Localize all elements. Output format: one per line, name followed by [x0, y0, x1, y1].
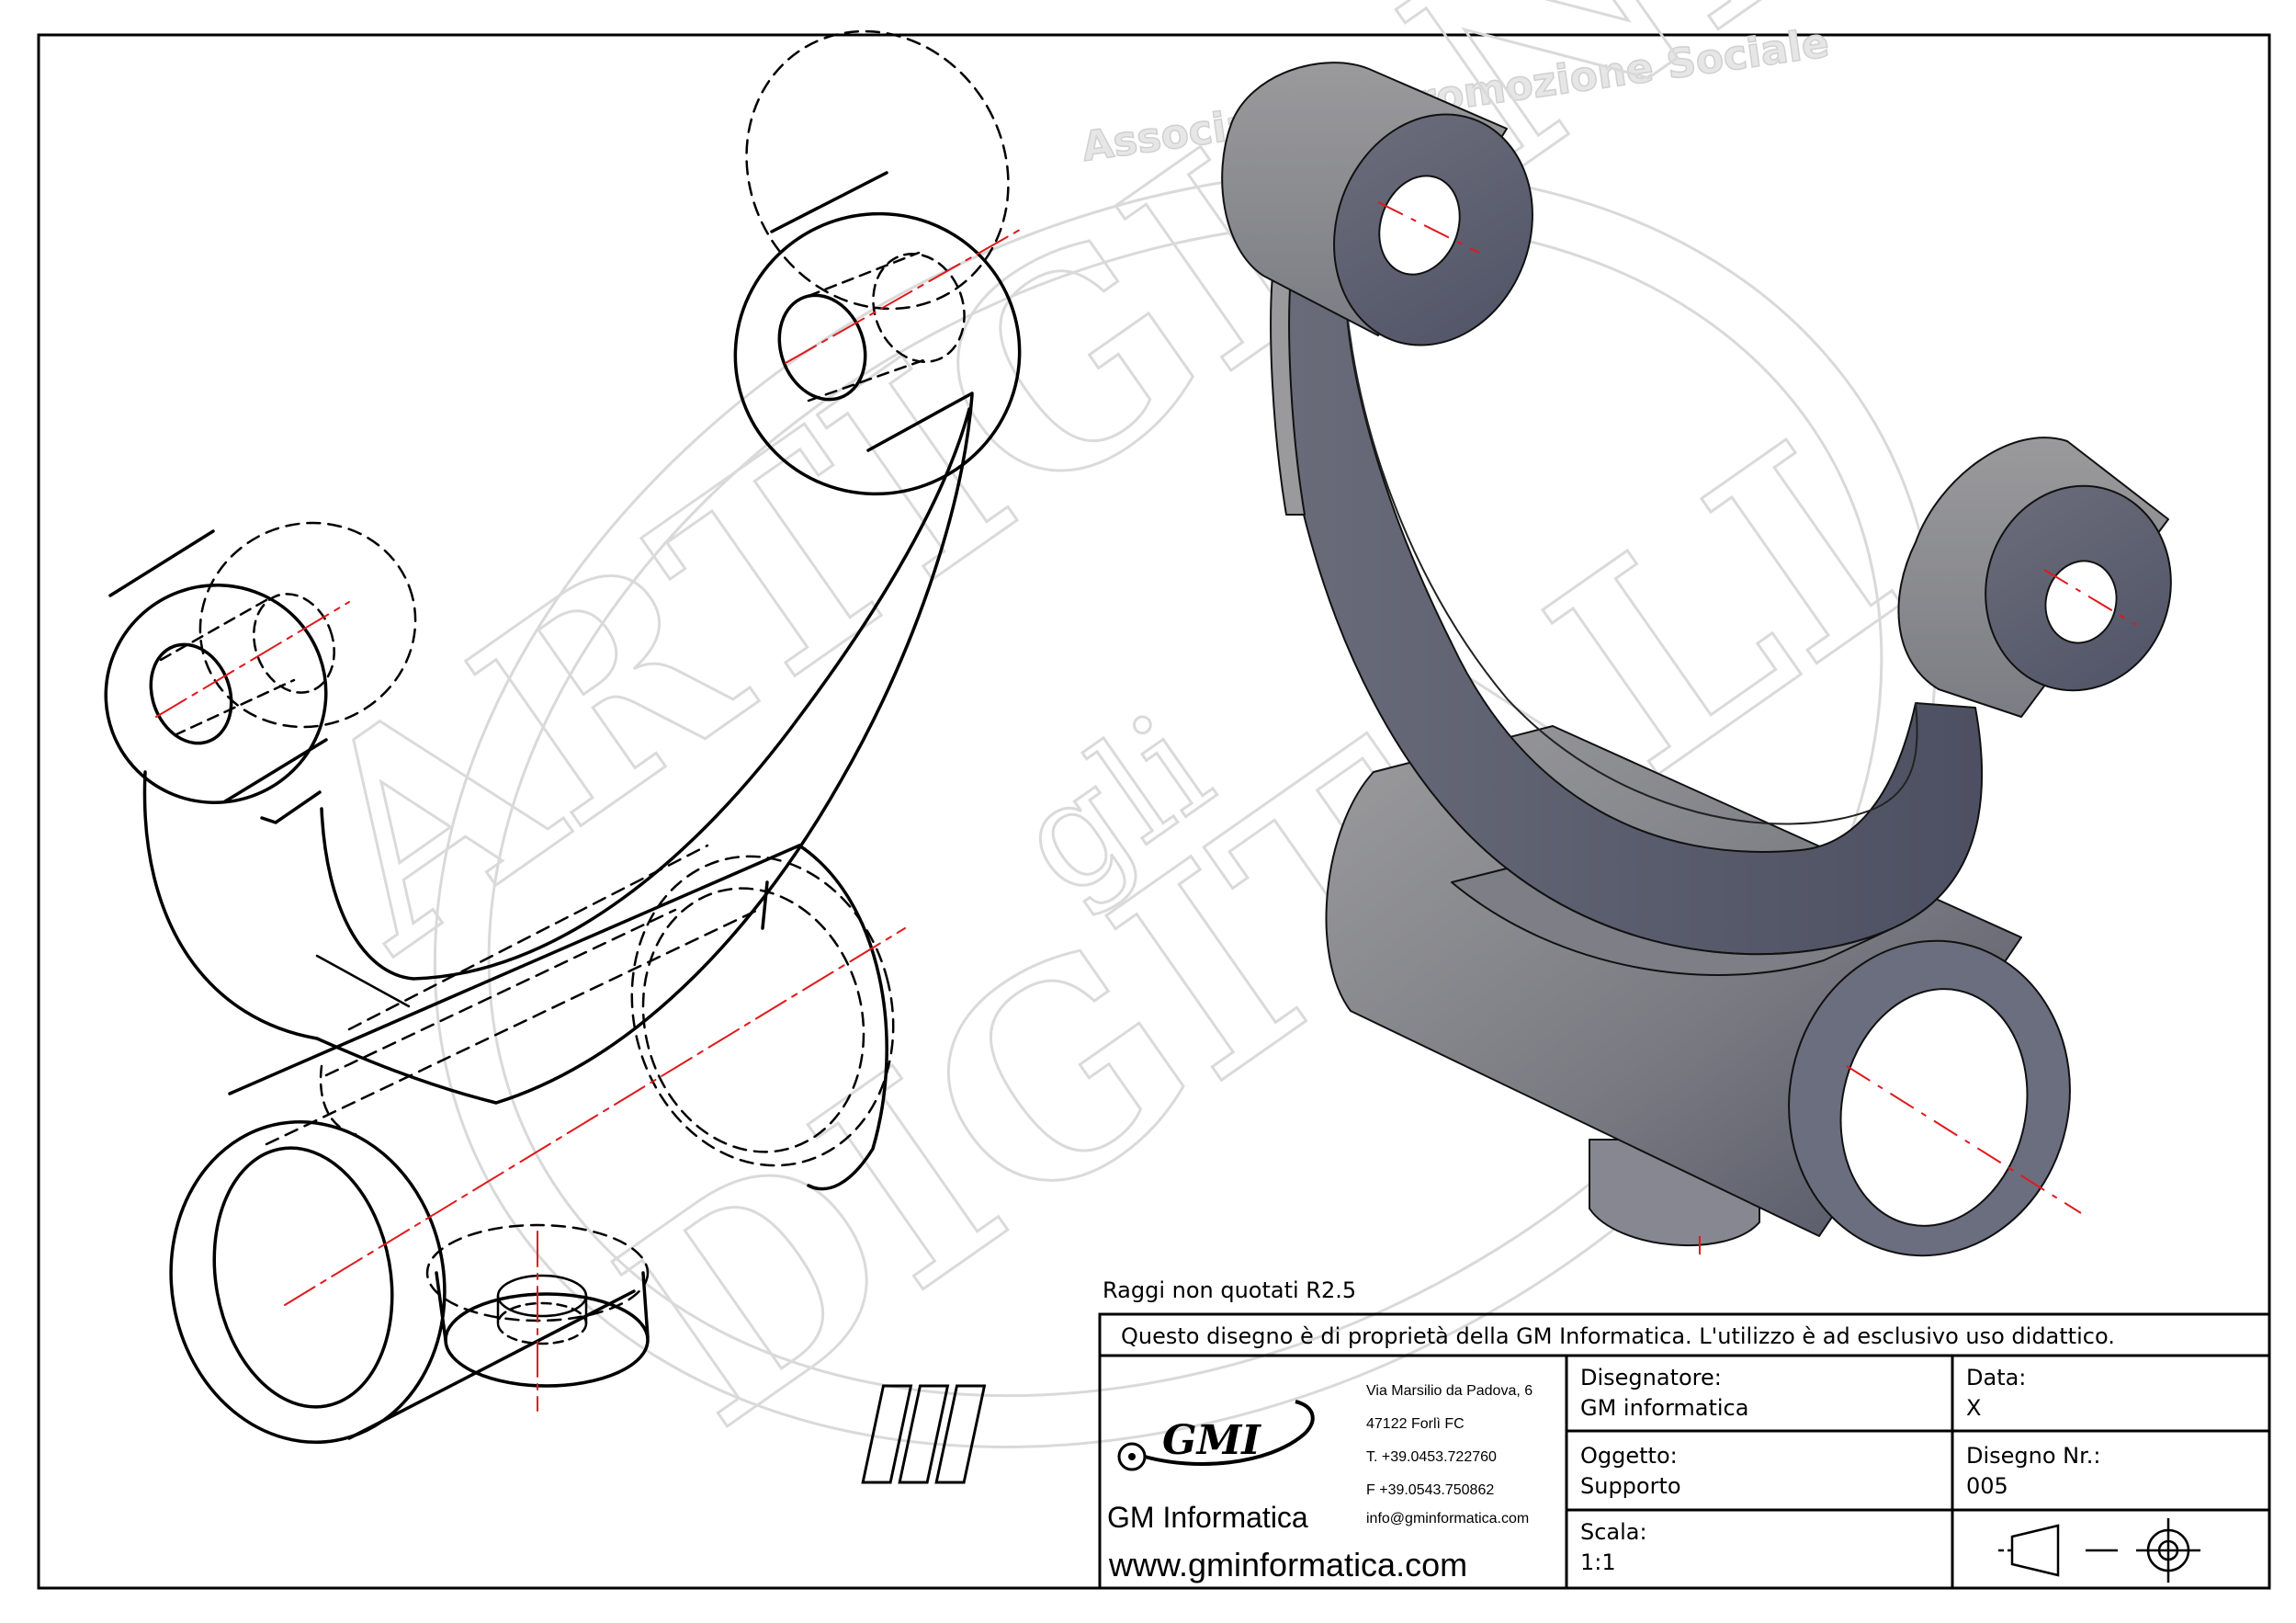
upper-right-boss-hole: [777, 293, 867, 402]
bottom-boss-face: [444, 1292, 650, 1388]
upper-left-boss-face: [104, 584, 328, 804]
arm-back-curve: [315, 393, 974, 1105]
shaded-top-boss-hole: [1378, 175, 1461, 276]
arm-outer-curve: [142, 770, 319, 1040]
first-angle-projection-symbol-icon: [1998, 1518, 2200, 1583]
designer-value: GM informatica: [1580, 1395, 1748, 1421]
date-label: Data:: [1966, 1365, 2026, 1390]
upper-right-boss-face: [733, 211, 1022, 496]
upper-left-boss: [104, 521, 417, 824]
shaded-cylinder-bore: [1839, 988, 2029, 1227]
address-phone: T. +39.0453.722760: [1366, 1449, 1497, 1465]
company-name: GM Informatica: [1107, 1501, 1308, 1534]
title-block: [1098, 1312, 2271, 1590]
shaded-arm-inner-rib: [1345, 302, 1918, 825]
upper-right-boss: [733, 29, 1022, 496]
main-cylinder: [169, 844, 895, 1444]
address-fax: F +39.0543.750862: [1366, 1482, 1494, 1498]
logo-text: GMI: [1162, 1417, 1261, 1464]
address-street: Via Marsilio da Padova, 6: [1366, 1383, 1533, 1399]
scale-value: 1:1: [1580, 1549, 1616, 1575]
upper-left-boss-hole: [149, 642, 233, 745]
shaded-arm-front: [1272, 275, 1984, 956]
isometric-wireframe-view: [104, 29, 1022, 1444]
ownership-notice: Questo disegno è di proprietà della GM I…: [1121, 1323, 2115, 1349]
scale-label: Scala:: [1580, 1519, 1647, 1545]
shaded-centerlines: [1377, 201, 2137, 1254]
designer-label: Disegnatore:: [1580, 1365, 1722, 1390]
date-value: X: [1966, 1395, 1981, 1421]
main-cylinder-face: [169, 1120, 447, 1444]
drawing-number-value: 005: [1966, 1473, 2008, 1499]
shaded-3d-view: [1221, 62, 2172, 1257]
object-value: Supporto: [1580, 1473, 1681, 1499]
radius-note: Raggi non quotati R2.5: [1103, 1277, 1356, 1303]
address-email[interactable]: info@gminformatica.com: [1366, 1511, 1529, 1527]
company-logo: GMI: [861, 1384, 1315, 1484]
company-website[interactable]: www.gminformatica.com: [1108, 1546, 1467, 1583]
main-cylinder-bore: [212, 1146, 394, 1409]
watermark-ring-inner: [487, 220, 1883, 1398]
bottom-boss: [425, 1223, 650, 1388]
object-label: Oggetto:: [1580, 1443, 1678, 1469]
centerlines: [155, 229, 1021, 1412]
watermark-ring-outer: [433, 168, 1938, 1449]
address-city: 47122 Forlì FC: [1366, 1416, 1465, 1432]
drawing-number-label: Disegno Nr.:: [1966, 1443, 2101, 1469]
company-address: Via Marsilio da Padova, 6 47122 Forlì FC…: [1366, 1383, 1533, 1527]
